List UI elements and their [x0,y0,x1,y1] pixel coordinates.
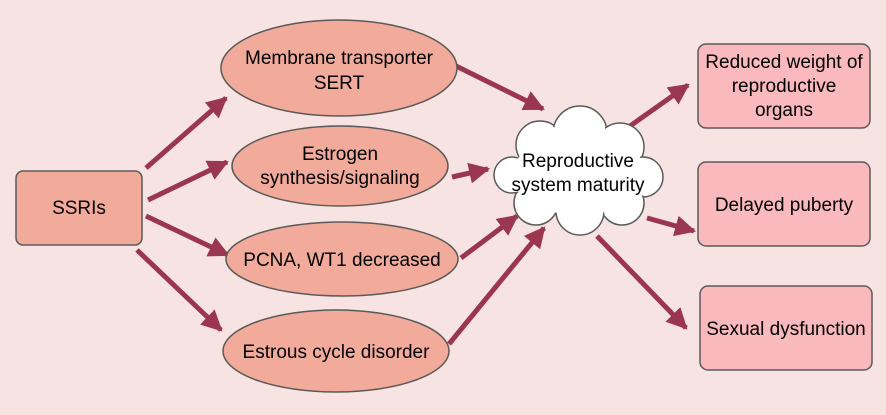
arrow-maturity-to-delayed-puberty [646,215,697,237]
cloud-fill [495,107,662,234]
arrow-ssris-to-estrous [135,248,223,332]
node-estrous-cycle: Estrous cycle disorder [222,309,450,393]
membrane-ellipse [220,19,458,117]
arrow-estrogen-to-maturity [451,162,491,184]
arrow-ssris-to-estrogen [146,159,229,203]
sexual-dysfunction-box [699,285,873,371]
node-pcna-wt1: PCNA, WT1 decreased [225,221,459,297]
arrow-maturity-to-sexual-dysfunction [595,234,688,330]
node-reproductive-maturity: Reproductive system maturity [493,105,664,236]
reduced-weight-label-line2: reproductive [732,76,837,97]
maturity-label-line1: Reproductive [522,151,634,172]
membrane-label-line1: Membrane transporter [245,48,434,69]
arrow-ssris-to-pcna [144,213,230,258]
delayed-puberty-box [697,161,871,247]
membrane-label-line2: SERT [314,73,365,94]
delayed-puberty-label: Delayed puberty [715,195,854,216]
node-delayed-puberty: Delayed puberty [697,161,871,247]
node-ssris: SSRIs [15,170,143,246]
node-reduced-weight: Reduced weight of reproductive organs [697,43,871,129]
node-sexual-dysfunction: Sexual dysfunction [699,285,873,371]
estrogen-ellipse [231,125,449,207]
ssris-label: SSRIs [52,198,106,219]
reduced-weight-label-line3: organs [755,100,813,121]
pcna-label: PCNA, WT1 decreased [243,250,440,271]
arrow-maturity-to-reduced-weight [628,82,690,129]
maturity-label-line2: system maturity [511,175,645,196]
arrow-pcna-to-maturity [459,214,519,260]
estrogen-label-line2: synthesis/signaling [260,168,419,189]
reduced-weight-box [697,43,871,129]
reduced-weight-label-line1: Reduced weight of [705,52,863,73]
arrow-membrane-to-maturity [450,61,545,112]
node-membrane-transporter: Membrane transporter SERT [220,19,458,117]
arrow-estrous-to-maturity [447,226,546,346]
arrow-ssris-to-membrane [144,96,228,170]
estrous-ellipse [222,309,450,393]
pcna-ellipse [225,221,459,297]
arrows [135,61,697,346]
ssris-box [15,170,143,246]
estrogen-label-line1: Estrogen [302,144,378,165]
estrous-label: Estrous cycle disorder [243,342,431,363]
sexual-dysfunction-label: Sexual dysfunction [706,319,866,340]
node-estrogen: Estrogen synthesis/signaling [231,125,449,207]
